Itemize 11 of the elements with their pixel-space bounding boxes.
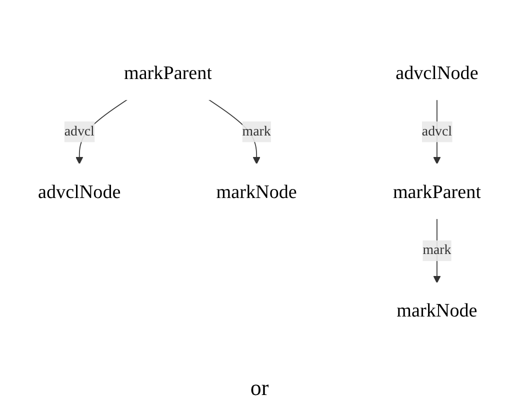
node-text: advclNode xyxy=(38,180,121,202)
node-text: advclNode xyxy=(396,61,478,83)
node-text: markNode xyxy=(216,180,297,202)
node-text: markParent xyxy=(124,61,212,83)
edge-label: advcl xyxy=(64,124,94,138)
node-text: markParent xyxy=(392,180,481,202)
edge-label: mark xyxy=(242,124,271,138)
node-text: markNode xyxy=(396,299,478,321)
connector-word: or xyxy=(250,375,269,401)
edge-label: mark xyxy=(422,242,452,258)
edge-label: advcl xyxy=(422,124,452,138)
